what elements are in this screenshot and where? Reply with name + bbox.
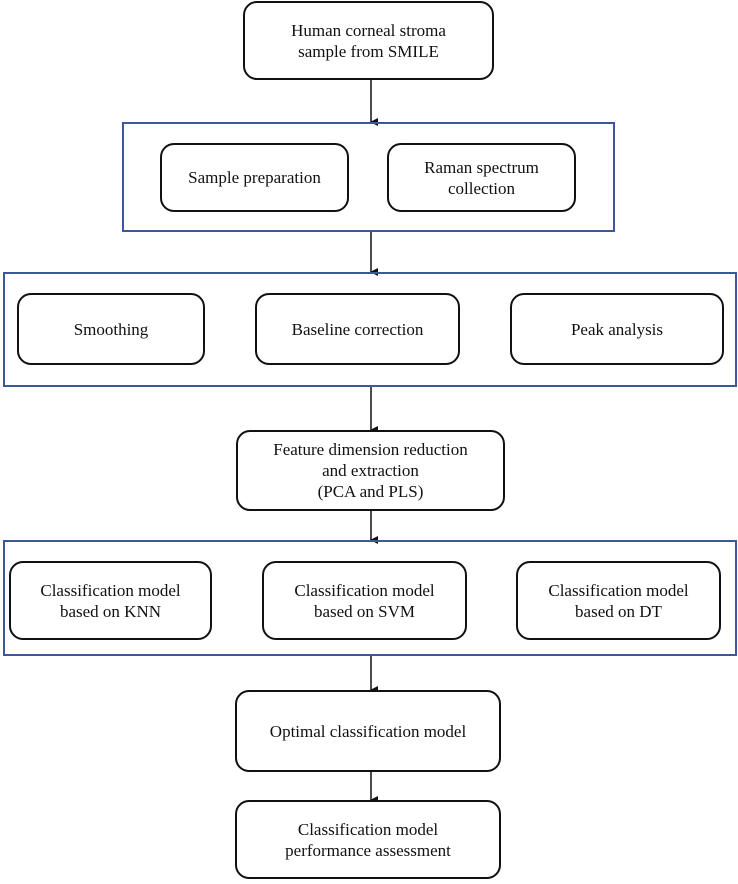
svm-model-box: Classification model based on SVM: [262, 561, 467, 640]
dt-model-box: Classification model based on DT: [516, 561, 721, 640]
acquisition-group: [122, 122, 615, 232]
raman-collection-box: Raman spectrum collection: [387, 143, 576, 212]
peak-analysis-box: Peak analysis: [510, 293, 724, 365]
start-sample-box: Human corneal stroma sample from SMILE: [243, 1, 494, 80]
optimal-model-box: Optimal classification model: [235, 690, 501, 772]
baseline-correction-box: Baseline correction: [255, 293, 460, 365]
sample-preparation-box: Sample preparation: [160, 143, 349, 212]
performance-assessment-box: Classification model performance assessm…: [235, 800, 501, 879]
preprocessing-group: [3, 272, 737, 387]
knn-model-box: Classification model based on KNN: [9, 561, 212, 640]
smoothing-box: Smoothing: [17, 293, 205, 365]
feature-reduction-box: Feature dimension reduction and extracti…: [236, 430, 505, 511]
models-group: [3, 540, 737, 656]
